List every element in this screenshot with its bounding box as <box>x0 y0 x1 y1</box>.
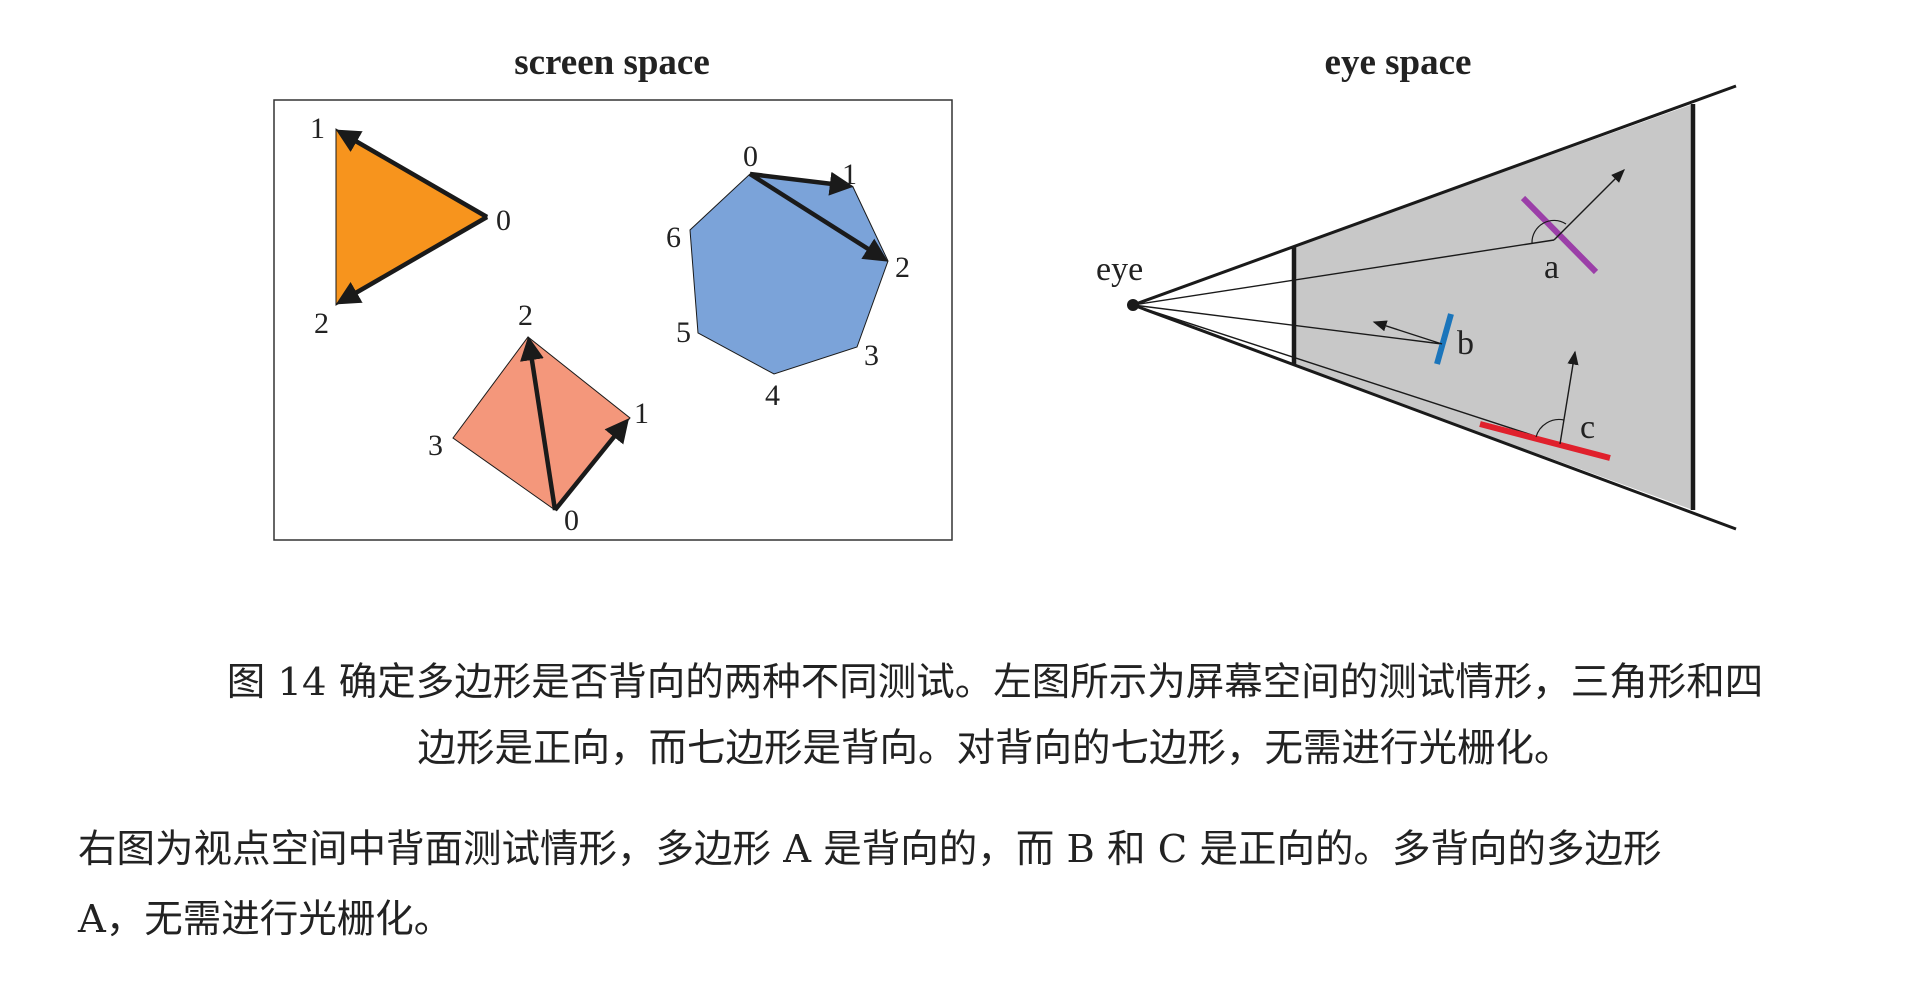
sight-line-b <box>1132 304 1443 345</box>
frustum-top-edge <box>1132 84 1737 307</box>
normal-a <box>1553 169 1625 241</box>
polygon-b <box>1434 313 1454 365</box>
heptagon-label-5: 5 <box>676 316 691 349</box>
quad-edge-0-1 <box>553 418 630 512</box>
quad-edge-0-2 <box>520 336 558 511</box>
body-line-1: 右图为视点空间中背面测试情形，多边形 A 是背向的，而 B 和 C 是正向的。多… <box>78 827 1662 872</box>
normal-c <box>1559 350 1579 445</box>
triangle-edge-0-2 <box>335 215 489 305</box>
heptagon-edge-0-1 <box>749 171 854 196</box>
angle-arc-c <box>1535 418 1565 438</box>
polygon-label-b: b <box>1457 325 1474 362</box>
triangle-label-1: 1 <box>310 112 325 145</box>
normal-b <box>1372 320 1443 345</box>
left-title: screen space <box>514 42 710 83</box>
triangle-edge-0-1 <box>335 129 489 219</box>
heptagon-label-0: 0 <box>743 140 758 173</box>
caption-line-1: 图 14 确定多边形是否背向的两种不同测试。左图所示为屏幕空间的测试情形，三角形… <box>226 660 1764 705</box>
heptagon-label-1: 1 <box>842 158 857 191</box>
heptagon-edge-0-2 <box>748 172 889 262</box>
quad-label-0: 0 <box>564 504 579 537</box>
heptagon-label-6: 6 <box>666 221 681 254</box>
caption-line-2: 边形是正向，而七边形是背向。对背向的七边形，无需进行光栅化。 <box>417 726 1573 771</box>
body-line-2: A，无需进行光栅化。 <box>78 897 453 942</box>
frustum <box>1294 104 1693 510</box>
sight-line-a <box>1132 239 1555 306</box>
screen-space-frame <box>273 99 953 541</box>
right-title: eye space <box>1325 42 1472 83</box>
heptagon-label-4: 4 <box>765 379 780 412</box>
sight-line-c <box>1132 304 1536 437</box>
quad-label-2: 2 <box>518 299 533 332</box>
triangle-label-0: 0 <box>496 204 511 237</box>
quad-label-3: 3 <box>428 429 443 462</box>
figure: screen space eye space 0 1 2 0 1 2 3 0 1… <box>273 42 1737 541</box>
triangle <box>335 128 488 306</box>
body-paragraph: 右图为视点空间中背面测试情形，多边形 A 是背向的，而 B 和 C 是正向的。多… <box>78 815 1918 955</box>
triangle-label-2: 2 <box>314 307 329 340</box>
polygon-label-a: a <box>1544 249 1559 286</box>
polygon-c <box>1479 421 1611 461</box>
polygon-label-c: c <box>1580 409 1595 446</box>
figure-caption: 图 14 确定多边形是否背向的两种不同测试。左图所示为屏幕空间的测试情形，三角形… <box>80 650 1910 782</box>
heptagon-label-2: 2 <box>895 251 910 284</box>
eye-label: eye <box>1096 251 1143 288</box>
frustum-bottom-edge <box>1132 303 1737 531</box>
heptagon-label-3: 3 <box>864 339 879 372</box>
angle-arc-a <box>1531 219 1567 244</box>
heptagon <box>689 173 889 375</box>
quad-label-1: 1 <box>634 397 649 430</box>
eye-point <box>1127 299 1139 311</box>
